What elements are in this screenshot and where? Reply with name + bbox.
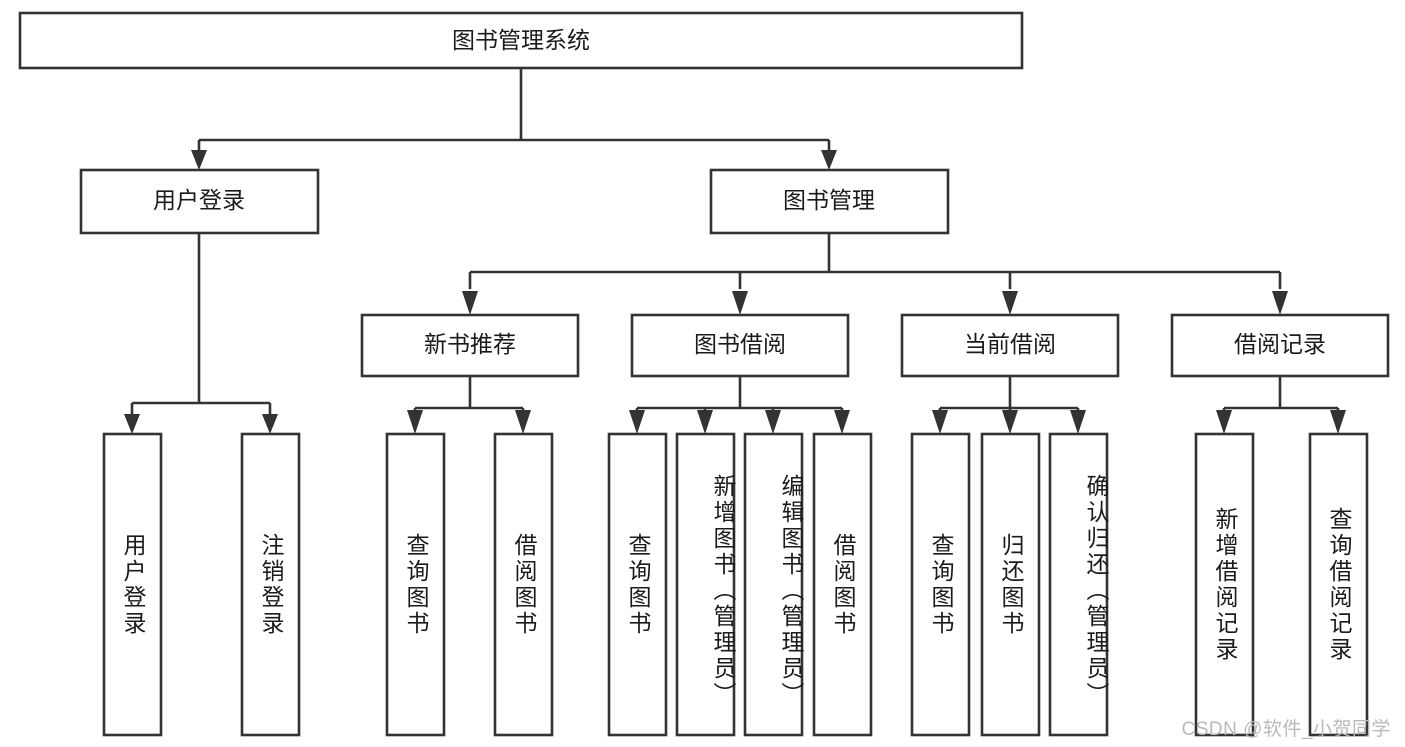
arrow-head-leaf-borrow-book-2 <box>834 410 850 434</box>
node-user-login-label: 用户登录 <box>153 187 245 213</box>
node-book-borrow-label: 图书借阅 <box>694 331 786 357</box>
arrow-head-leaf-return-book <box>1002 410 1018 434</box>
leaf-box-query-book-2[interactable] <box>607 432 668 737</box>
node-book-management-label: 图书管理 <box>783 187 875 213</box>
arrow-head-new-book-rec <box>462 291 478 315</box>
arrow-head-leaf-query-book-3 <box>932 410 948 434</box>
node-root-label: 图书管理系统 <box>452 27 590 53</box>
node-new-book-recommend-label: 新书推荐 <box>424 331 516 357</box>
node-book-borrow[interactable]: 图书借阅 <box>630 313 850 378</box>
leaf-box-query-record[interactable] <box>1308 432 1369 737</box>
node-current-borrow[interactable]: 当前借阅 <box>900 313 1120 378</box>
connector-layer <box>124 68 1346 434</box>
arrow-head-leaf-edit-book <box>765 410 781 434</box>
leaf-box-borrow-book-1[interactable] <box>493 432 554 737</box>
leaf-box-return-book[interactable] <box>980 432 1041 737</box>
leaf-box-borrow-book-2[interactable] <box>812 432 873 737</box>
arrow-head-leaf-logout <box>262 414 278 434</box>
node-current-borrow-label: 当前借阅 <box>964 331 1056 357</box>
node-book-management[interactable]: 图书管理 <box>709 168 950 235</box>
arrow-head-current-borrow <box>1002 291 1018 315</box>
node-root[interactable]: 图书管理系统 <box>18 11 1024 70</box>
arrow-head-book-mgmt <box>821 150 837 170</box>
node-borrow-record-box[interactable] <box>1170 313 1390 378</box>
node-root-box[interactable] <box>18 11 1024 70</box>
arrow-head-leaf-add-book <box>697 410 713 434</box>
arrow-head-leaf-add-record <box>1216 410 1232 434</box>
leaf-box-edit-book[interactable] <box>743 432 804 737</box>
leaf-box-query-book-3[interactable] <box>910 432 971 737</box>
node-current-borrow-box[interactable] <box>900 313 1120 378</box>
node-book-borrow-box[interactable] <box>630 313 850 378</box>
node-user-login[interactable]: 用户登录 <box>79 168 320 235</box>
leaf-box-logout[interactable] <box>240 432 301 737</box>
node-book-management-box[interactable] <box>709 168 950 235</box>
arrow-head-book-borrow <box>732 291 748 315</box>
arrow-head-leaf-query-book-2 <box>629 410 645 434</box>
arrow-head-leaf-borrow-book-1 <box>515 410 531 434</box>
node-borrow-record-label: 借阅记录 <box>1234 331 1326 357</box>
arrow-head-leaf-confirm-return <box>1070 410 1086 434</box>
leaf-box-confirm-return[interactable] <box>1048 432 1109 737</box>
arrow-head-user-login <box>191 150 207 170</box>
arrow-head-borrow-record <box>1272 291 1288 315</box>
node-new-book-recommend-box[interactable] <box>360 313 580 378</box>
leaf-box-user-login[interactable] <box>102 432 163 737</box>
arrow-head-leaf-query-book-1 <box>407 410 423 434</box>
node-new-book-recommend[interactable]: 新书推荐 <box>360 313 580 378</box>
node-user-login-box[interactable] <box>79 168 320 235</box>
leaf-box-add-book[interactable] <box>675 432 736 737</box>
leaf-box-add-record[interactable] <box>1194 432 1255 737</box>
csdn-watermark: CSDN @软件_小贺同学 <box>1181 719 1391 740</box>
arrow-head-leaf-query-record <box>1330 410 1346 434</box>
leaf-box-query-book-1[interactable] <box>385 432 446 737</box>
leaf-boxes <box>102 432 1369 737</box>
node-borrow-record[interactable]: 借阅记录 <box>1170 313 1390 378</box>
arrow-head-leaf-user-login <box>124 414 140 434</box>
